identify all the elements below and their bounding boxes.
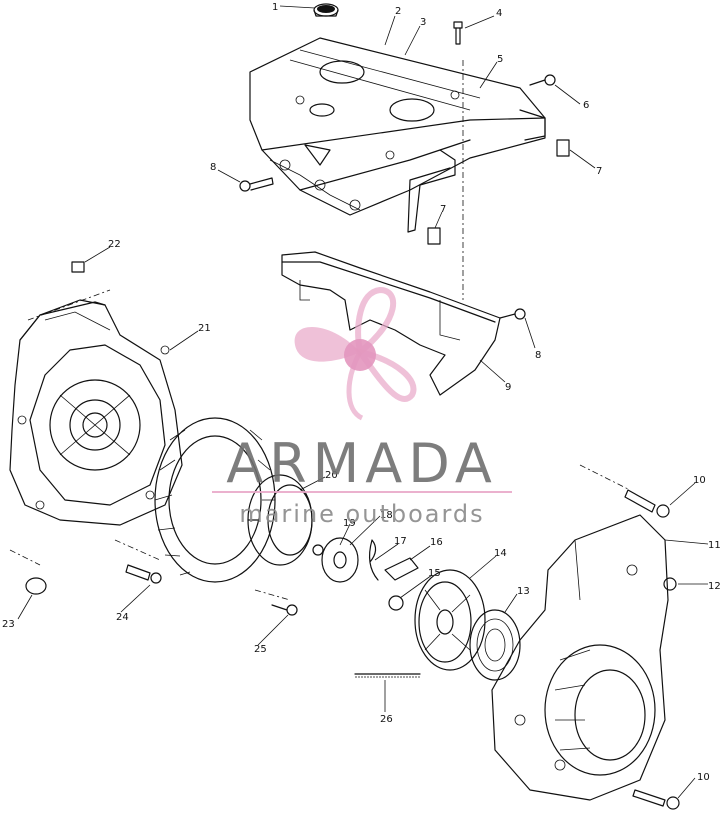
recoil-starter-housing <box>491 514 669 801</box>
callout-25: 25 <box>254 644 267 655</box>
callout-7b: 7 <box>440 204 446 215</box>
callout-24: 24 <box>116 612 129 623</box>
bolt-10-bottom <box>632 789 680 810</box>
callout-22: 22 <box>108 239 121 250</box>
nut-6 <box>529 74 556 86</box>
callout-4: 4 <box>496 8 502 19</box>
callout-8a: 8 <box>210 162 216 173</box>
callout-10a: 10 <box>693 475 706 486</box>
callout-10b: 10 <box>697 772 710 783</box>
oil-filler-cap <box>313 3 339 17</box>
callout-23: 23 <box>2 619 15 630</box>
callout-5: 5 <box>497 54 503 65</box>
callout-18: 18 <box>380 510 393 521</box>
starter-rope-26 <box>354 673 421 678</box>
callout-20: 20 <box>325 470 338 481</box>
leader-dash-10 <box>579 464 631 491</box>
drive-plate-18 <box>321 537 359 583</box>
ring-15 <box>388 595 404 611</box>
callout-2: 2 <box>395 6 401 17</box>
callout-26: 26 <box>380 714 393 725</box>
watermark-brand: ARMADA <box>226 432 498 495</box>
callout-19: 19 <box>343 518 356 529</box>
callout-3: 3 <box>420 17 426 28</box>
callout-15: 15 <box>428 568 441 579</box>
callout-7a: 7 <box>596 166 602 177</box>
bolt-8-lower <box>499 308 526 320</box>
recoil-spring-13 <box>469 609 521 681</box>
callout-21: 21 <box>198 323 211 334</box>
nut-19 <box>312 544 324 556</box>
ratchet-16 <box>384 557 419 581</box>
top-cover <box>249 37 546 233</box>
rope-reel-14 <box>414 569 486 671</box>
bolt-10-top <box>624 489 670 518</box>
callout-8b: 8 <box>535 350 541 361</box>
bolt-4 <box>453 21 463 45</box>
callout-17: 17 <box>394 536 407 547</box>
bolt-24 <box>125 564 162 584</box>
callout-11: 11 <box>708 540 721 551</box>
watermark: ARMADA marine outboards <box>212 286 512 528</box>
dowel-pin-22 <box>71 261 85 273</box>
callout-14: 14 <box>494 548 507 559</box>
starter-pulley-20 <box>247 474 313 566</box>
callout-6: 6 <box>583 100 589 111</box>
callout-13: 13 <box>517 586 530 597</box>
callout-1: 1 <box>272 2 278 13</box>
flywheel <box>154 417 276 583</box>
propeller-logo <box>294 286 417 421</box>
callout-12: 12 <box>708 581 721 592</box>
leader-dash-23 <box>9 549 41 566</box>
plug-23 <box>25 577 47 595</box>
grommet-7-upper <box>556 139 570 157</box>
callout-leaders <box>17 5 709 799</box>
bolt-8-upper <box>239 177 274 192</box>
grommet-7-lower <box>427 227 441 245</box>
callout-16: 16 <box>430 537 443 548</box>
leader-dash-22 <box>27 289 111 321</box>
callout-9: 9 <box>505 382 511 393</box>
fan-housing <box>9 299 183 526</box>
leader-dash-24 <box>114 539 161 561</box>
nut-12 <box>663 577 677 591</box>
bolt-25 <box>271 604 298 616</box>
air-duct <box>281 251 501 396</box>
leader-dash-25 <box>254 589 291 601</box>
watermark-tagline: marine outboards <box>239 500 484 528</box>
callout-labels: 1 2 3 4 5 6 7 7 8 8 9 10 10 11 12 13 14 … <box>2 2 721 783</box>
spring-17 <box>368 539 379 581</box>
